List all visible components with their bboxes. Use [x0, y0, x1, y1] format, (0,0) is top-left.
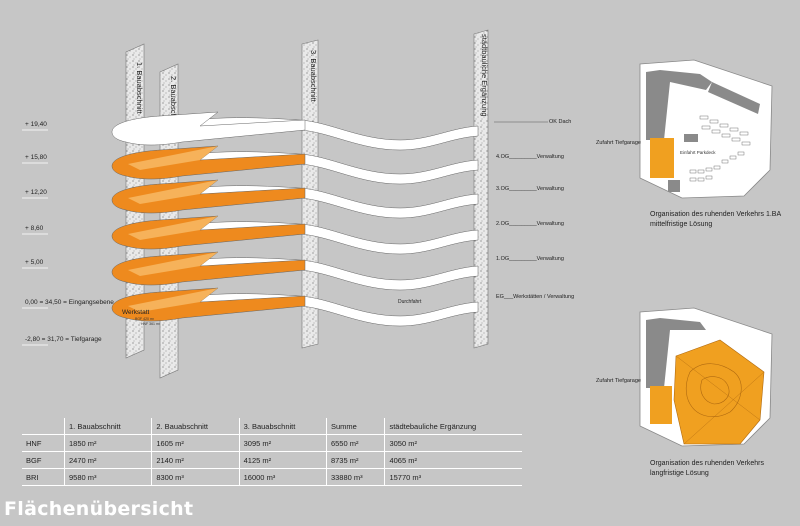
entry-label: Zufahrt Tiefgarage [596, 140, 641, 146]
page-title: Flächenübersicht [4, 498, 194, 520]
table-header: 1. Bauabschnitt [64, 418, 153, 435]
table-header-row: 1. Bauabschnitt 2. Bauabschnitt 3. Bauab… [22, 418, 522, 435]
floor-slab-highlight [128, 146, 218, 170]
site-plan-1: Zufahrt Tiefgarage Einfahrt Parkdeck Org… [596, 59, 781, 228]
section-label: 2. Bauabschnitt [169, 76, 178, 129]
table-header: 2. Bauabschnitt [151, 418, 240, 435]
floor-labels: OK Dach 4.OG_________Verwaltung 3.OG____… [494, 119, 574, 300]
floor-slab-orange [111, 179, 306, 214]
floor-label: 2.OG_________Verwaltung [496, 221, 564, 227]
area-table: 1. Bauabschnitt 2. Bauabschnitt 3. Bauab… [22, 418, 522, 486]
row-label: BRI [22, 468, 65, 486]
table-cell: 8735 m² [326, 451, 386, 469]
table-cell: 8300 m³ [151, 468, 240, 486]
row-label: BGF [22, 451, 65, 469]
floor-slab-highlight [128, 180, 218, 204]
floor-label: 1.OG_________Verwaltung [496, 256, 564, 262]
section-label: städtbauliche Ergänzung [480, 34, 489, 117]
area-note: HNF 361 m² [141, 322, 161, 326]
level-labels: + 19,40 + 15,80 + 12,20 + 8,60 + 5,00 0,… [22, 121, 114, 346]
map-caption: mittelfristige Lösung [650, 221, 712, 228]
map-caption: langfristige Lösung [650, 470, 709, 477]
table-header: 3. Bauabschnitt [239, 418, 327, 435]
floor-slab-orange [111, 215, 306, 250]
floor-slab-orange [111, 145, 306, 180]
table-cell: 33880 m³ [326, 468, 386, 486]
level-label: 0,00 = 34,50 = Eingangsebene [25, 299, 114, 306]
level-label: + 15,80 [25, 154, 47, 161]
floor-label: 4.OG_________Verwaltung [496, 154, 564, 160]
inner-label: Einfahrt Parkdeck [680, 150, 716, 155]
table-row: BGF 2470 m² 2140 m² 4125 m² 8735 m² 4065… [22, 451, 522, 469]
table-cell: 4125 m² [239, 451, 327, 469]
level-label: + 5,00 [25, 259, 44, 266]
floor-slab-highlight [128, 216, 218, 240]
table-cell: 15770 m³ [384, 468, 522, 486]
table-row: HNF 1850 m² 1605 m² 3095 m² 6550 m² 3050… [22, 434, 522, 452]
map-caption: Organisation des ruhenden Verkehrs [650, 460, 765, 467]
floor-slab-highlight [128, 288, 218, 312]
durchfahrt-label: Durchfahrt [398, 299, 422, 305]
core-4: städtbauliche Ergänzung [473, 29, 489, 349]
table-cell: 1605 m² [151, 434, 240, 452]
level-label: -2,80 = 31,70 = Tiefgarage [25, 336, 102, 343]
table-cell: 2470 m² [64, 451, 153, 469]
row-label: HNF [22, 434, 65, 452]
floor-slab-orange [111, 287, 306, 322]
table-cell: 3050 m² [384, 434, 522, 452]
level-label: + 8,60 [25, 225, 44, 232]
floor-label: OK Dach [549, 119, 571, 125]
map-caption: Organisation des ruhenden Verkehrs 1.BA [650, 211, 781, 218]
floor-label: 3.OG_________Verwaltung [496, 186, 564, 192]
entry-label: Zufahrt Tiefgarage [596, 378, 641, 384]
floor-slabs [111, 111, 479, 327]
table-cell: 2140 m² [151, 451, 240, 469]
table-header: Summe [326, 418, 386, 435]
floor-label: EG___Werkstätten / Verwaltung [496, 294, 574, 300]
table-cell [22, 418, 65, 435]
site-plan-2: Zufahrt Tiefgarage Organisation des ruhe… [596, 307, 773, 477]
area-note: BGF 420 m² [135, 317, 155, 321]
section-label: 1. Bauabschnitt [135, 62, 144, 115]
table-cell: 9580 m³ [64, 468, 153, 486]
table-cell: 3095 m² [239, 434, 327, 452]
table-cell: 4065 m² [384, 451, 522, 469]
werkstatt-label: Werkstatt [122, 309, 150, 316]
level-label: + 12,20 [25, 189, 47, 196]
table-cell: 6550 m² [326, 434, 386, 452]
table-cell: 1850 m² [64, 434, 153, 452]
section-label: 3. Bauabschnitt [309, 50, 318, 103]
table-header: städtebauliche Ergänzung [384, 418, 522, 435]
level-label: + 19,40 [25, 121, 47, 128]
roof-slab [111, 111, 306, 146]
floor-slab-highlight [128, 252, 218, 276]
table-cell: 16000 m³ [239, 468, 327, 486]
table-row: BRI 9580 m³ 8300 m³ 16000 m³ 33880 m³ 15… [22, 468, 522, 486]
floor-slab-orange [111, 251, 306, 286]
